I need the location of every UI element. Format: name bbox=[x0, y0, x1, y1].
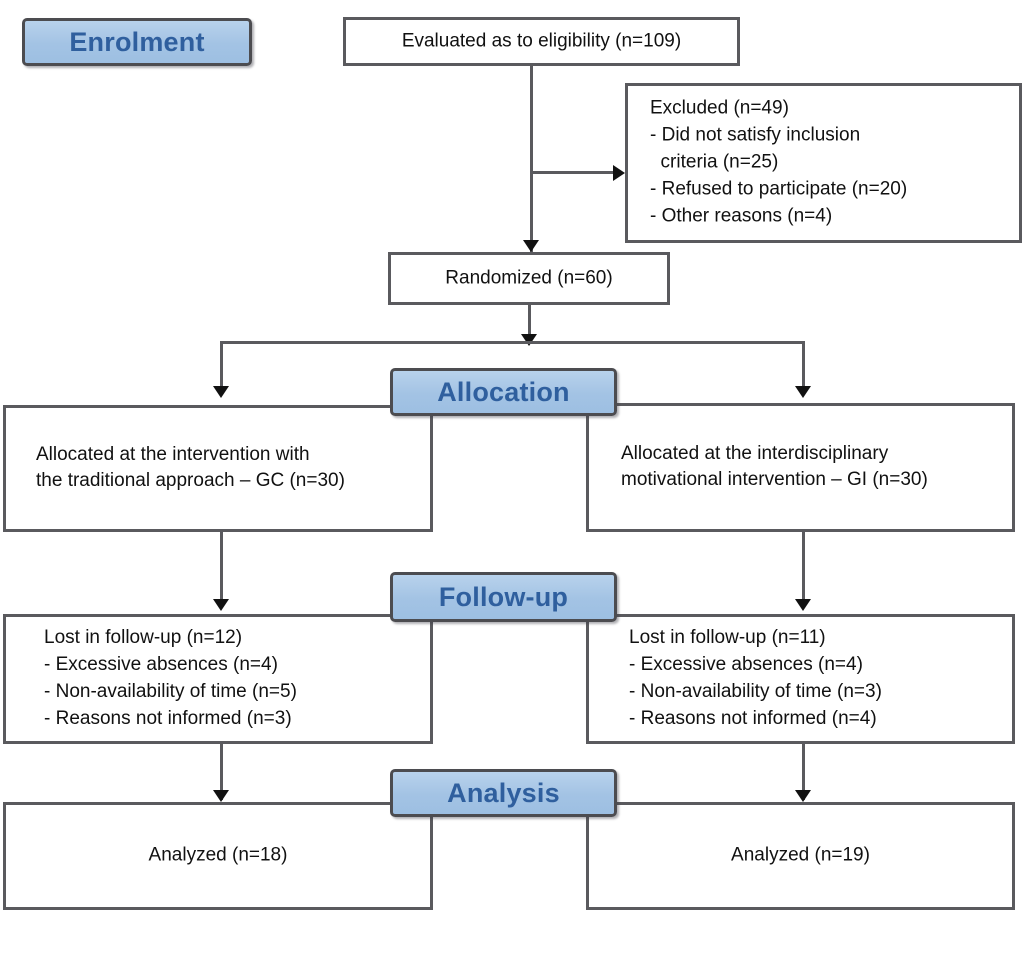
figure-caption bbox=[4, 952, 604, 963]
node-followup-left-line-3: - Reasons not informed (n=3) bbox=[44, 707, 292, 729]
node-followup-left-line-0: Lost in follow-up (n=12) bbox=[44, 627, 243, 649]
node-followup-right-line-2: - Non-availability of time (n=3) bbox=[629, 681, 882, 702]
node-analyzed-right: Analyzed (n=19) bbox=[586, 802, 1015, 910]
stage-banner-followup-label: Follow-up bbox=[438, 581, 569, 612]
node-allocation-left-line-1: the traditional approach – GC (n=30) bbox=[36, 470, 345, 492]
node-analyzed-left: Analyzed (n=18) bbox=[3, 802, 433, 910]
connector-allocation-split-bar bbox=[220, 341, 805, 344]
stage-banner-allocation-label: Allocation bbox=[437, 376, 570, 407]
node-followup-right-line-3: - Reasons not informed (n=4) bbox=[629, 707, 877, 729]
arrowhead-randomized-down bbox=[521, 334, 537, 346]
arrowhead-spine-to-excluded bbox=[613, 165, 625, 181]
node-followup-right-line-1: - Excessive absences (n=4) bbox=[629, 654, 863, 676]
node-analyzed-right-line-0: Analyzed (n=19) bbox=[731, 844, 870, 866]
node-followup-left-line-1: - Excessive absences (n=4) bbox=[44, 654, 278, 676]
node-eligibility: Evaluated as to eligibility (n=109) bbox=[343, 17, 740, 66]
node-followup-left-line-2: - Non-availability of time (n=5) bbox=[44, 681, 297, 702]
arrowhead-alloc-right-to-followup bbox=[795, 599, 811, 611]
connector-eligibility-to-randomized bbox=[530, 66, 533, 252]
stage-banner-followup: Follow-up bbox=[390, 572, 617, 622]
node-allocation-right-line-0: Allocated at the interdisciplinary bbox=[621, 442, 889, 464]
node-eligibility-line-0: Evaluated as to eligibility (n=109) bbox=[401, 30, 682, 52]
connector-followup-right-to-analysis bbox=[802, 744, 805, 800]
node-allocation-right-line-1: motivational intervention – GI (n=30) bbox=[621, 469, 928, 491]
stage-banner-analysis: Analysis bbox=[390, 769, 617, 817]
node-allocation-left-line-0: Allocated at the intervention with bbox=[36, 443, 310, 465]
stage-banner-enrolment: Enrolment bbox=[22, 18, 252, 66]
node-excluded-line-3: - Refused to participate (n=20) bbox=[650, 178, 908, 200]
arrowhead-alloc-left-to-followup bbox=[213, 599, 229, 611]
connector-alloc-right-to-followup bbox=[802, 532, 805, 602]
node-analyzed-left-line-0: Analyzed (n=18) bbox=[148, 844, 288, 866]
stage-banner-analysis-label: Analysis bbox=[447, 777, 560, 808]
node-excluded: Excluded (n=49) - Did not satisfy inclus… bbox=[625, 83, 1022, 243]
connector-alloc-left-to-followup bbox=[220, 532, 223, 602]
node-randomized-line-0: Randomized (n=60) bbox=[445, 267, 613, 289]
node-followup-right-line-0: Lost in follow-up (n=11) bbox=[629, 627, 826, 649]
connector-randomized-down bbox=[528, 305, 531, 339]
node-followup-right: Lost in follow-up (n=11) - Excessive abs… bbox=[586, 614, 1015, 744]
connector-followup-left-to-analysis bbox=[220, 744, 223, 800]
arrowhead-followup-left-to-analysis bbox=[213, 790, 229, 802]
connector-split-right-drop bbox=[802, 341, 805, 389]
node-allocation-left: Allocated at the intervention with the t… bbox=[3, 405, 433, 532]
stage-banner-enrolment-label: Enrolment bbox=[69, 26, 205, 57]
node-excluded-line-0: Excluded (n=49) bbox=[650, 97, 789, 119]
stage-banner-allocation: Allocation bbox=[390, 368, 617, 416]
node-excluded-line-4: - Other reasons (n=4) bbox=[650, 205, 833, 227]
arrowhead-split-left bbox=[213, 386, 229, 398]
node-followup-left: Lost in follow-up (n=12) - Excessive abs… bbox=[3, 614, 433, 744]
arrowhead-eligibility-to-randomized bbox=[523, 240, 539, 252]
node-randomized: Randomized (n=60) bbox=[388, 252, 670, 305]
connector-split-left-drop bbox=[220, 341, 223, 389]
connector-spine-to-excluded bbox=[530, 171, 618, 174]
node-excluded-line-1: - Did not satisfy inclusion bbox=[650, 124, 861, 146]
node-allocation-right: Allocated at the interdisciplinary motiv… bbox=[586, 403, 1015, 532]
node-excluded-line-2: criteria (n=25) bbox=[650, 151, 779, 173]
arrowhead-split-right bbox=[795, 386, 811, 398]
arrowhead-followup-right-to-analysis bbox=[795, 790, 811, 802]
